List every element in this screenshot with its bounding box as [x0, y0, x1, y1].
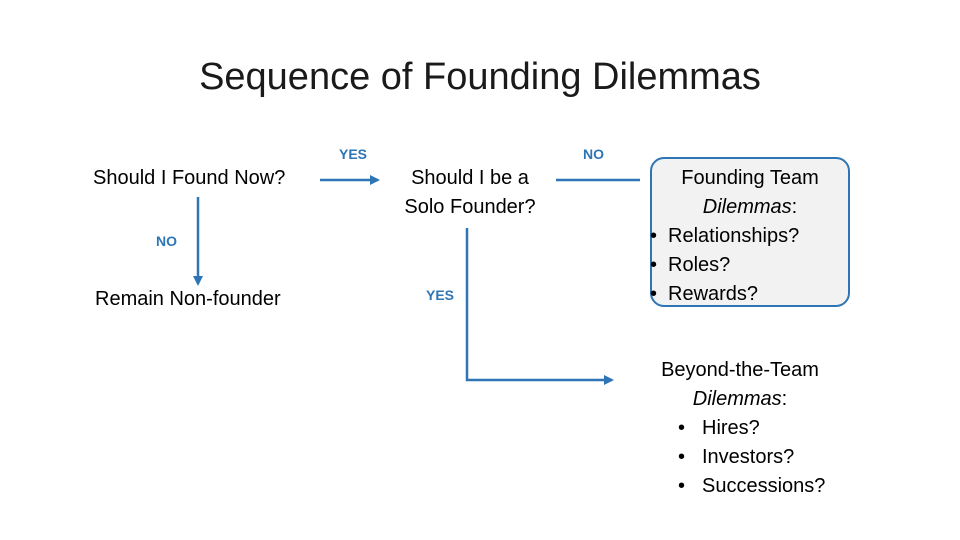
founding-team-list: Relationships? Roles? Rewards? [650, 222, 850, 309]
edge-label-yes-solo: YES [339, 146, 368, 162]
beyond-team-list: Hires? Investors? Successions? [678, 414, 840, 501]
beyond-team-text: Beyond-the-Team Dilemmas: Hires? Investo… [640, 356, 840, 501]
page-title: Sequence of Founding Dilemmas [199, 56, 761, 98]
list-item: Relationships? [650, 222, 850, 251]
beyond-team-heading: Beyond-the-Team [661, 359, 819, 381]
node-solo-line-1: Should I be a [411, 167, 529, 189]
list-item: Investors? [678, 443, 840, 472]
list-item: Successions? [678, 472, 840, 501]
node-solo-line-2: Solo Founder? [404, 196, 536, 218]
edge-label-no-remain: NO [156, 233, 177, 249]
list-item: Hires? [678, 414, 840, 443]
arrow-solo-to-beyond [465, 228, 614, 385]
founding-team-subheading: Dilemmas: [702, 196, 798, 218]
node-found-now: Should I Found Now? [93, 167, 286, 189]
edge-label-no-team: NO [583, 146, 604, 162]
founding-team-text: Founding Team Dilemmas: Relationships? R… [650, 164, 850, 309]
beyond-team-subheading: Dilemmas: [692, 388, 788, 410]
node-solo-founder: Should I be a Solo Founder? [390, 164, 550, 222]
list-item: Rewards? [650, 280, 850, 309]
node-remain-non-founder: Remain Non-founder [95, 288, 281, 310]
list-item: Roles? [650, 251, 850, 280]
edge-label-yes-beyond: YES [426, 287, 455, 303]
founding-team-heading: Founding Team [681, 167, 819, 189]
